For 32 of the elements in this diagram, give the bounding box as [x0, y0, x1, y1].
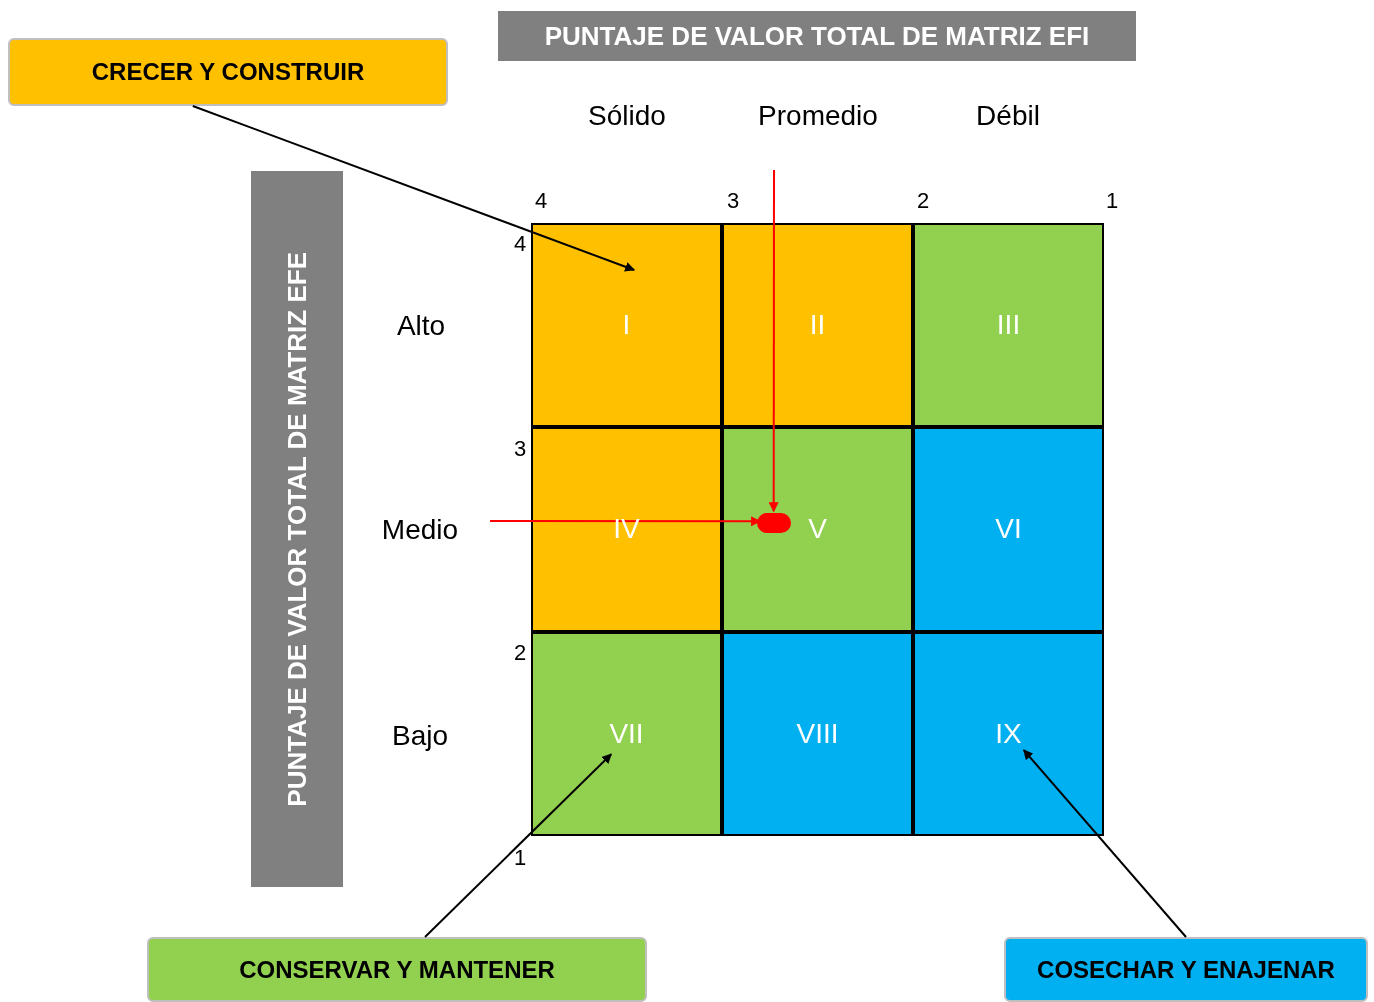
tick-label: 1 [513, 843, 527, 872]
matrix-cell: IX [913, 631, 1104, 836]
strategy-box: COSECHAR Y ENAJENAR [1004, 937, 1368, 1002]
matrix-cell: VII [531, 631, 722, 836]
tick-label: 4 [534, 186, 548, 215]
tick-label: 3 [513, 434, 527, 463]
matrix-cell: VIII [722, 631, 913, 836]
matrix-cell: III [913, 223, 1104, 428]
arrow [768, 169, 779, 513]
arrow [191, 105, 636, 272]
axis-category-label: Alto [396, 309, 446, 343]
arrow [424, 753, 613, 938]
tick-label: 3 [726, 186, 740, 215]
axis-category-label: Medio [381, 513, 459, 547]
axis-title-band: PUNTAJE DE VALOR TOTAL DE MATRIZ EFI [498, 11, 1136, 61]
axis-category-label: Sólido [588, 99, 666, 133]
tick-label: 2 [513, 638, 527, 667]
tick-label: 1 [1105, 186, 1119, 215]
axis-category-label: Promedio [758, 99, 878, 133]
axis-category-label: Débil [976, 99, 1040, 133]
matrix-cell: II [722, 223, 913, 428]
matrix-cell: I [531, 223, 722, 428]
axis-category-label: Bajo [392, 719, 448, 753]
matrix-cell: V [722, 427, 913, 632]
matrix-cell: IV [531, 427, 722, 632]
matrix-cell: VI [913, 427, 1104, 632]
tick-label: 4 [513, 229, 527, 258]
axis-title-band: PUNTAJE DE VALOR TOTAL DE MATRIZ EFE [251, 171, 343, 887]
arrow [1022, 749, 1187, 938]
strategy-box: CONSERVAR Y MANTENER [147, 937, 647, 1002]
tick-label: 2 [916, 186, 930, 215]
strategy-box: CRECER Y CONSTRUIR [8, 38, 448, 106]
